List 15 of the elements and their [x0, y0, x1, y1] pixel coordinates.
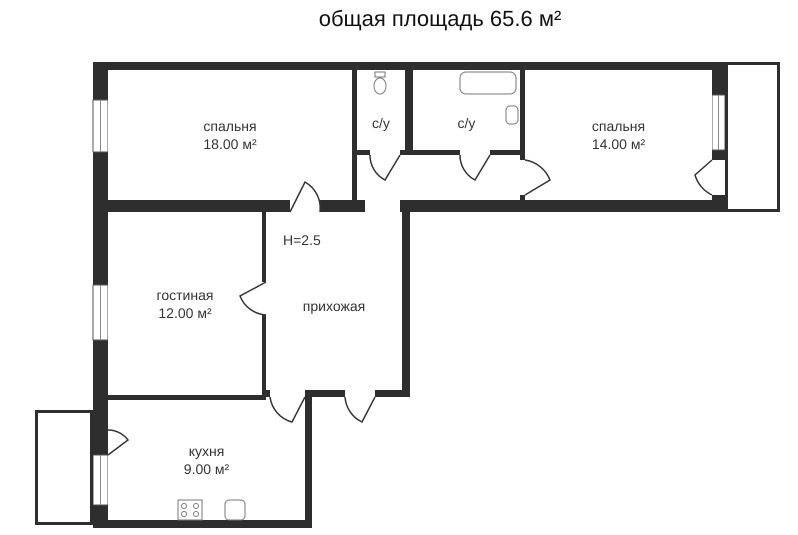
room-name: спальня	[203, 117, 257, 135]
balcony	[725, 62, 780, 212]
room-name: кухня	[188, 442, 224, 460]
room-name: спальня	[592, 117, 646, 135]
room-name: с/у	[372, 114, 390, 132]
room-area: 12.00 м²	[158, 304, 212, 322]
balcony	[35, 410, 93, 525]
room-name: гостиная	[156, 286, 214, 304]
room-area: 14.00 м²	[592, 135, 646, 153]
ceiling-height-note: H=2.5	[283, 232, 321, 248]
room-area: 18.00 м²	[203, 135, 257, 153]
room-name: прихожая	[302, 297, 366, 315]
plan-title: общая площадь 65.6 м²	[318, 6, 562, 32]
room-area: 9.00 м²	[184, 460, 230, 478]
room-name: с/у	[458, 114, 476, 132]
